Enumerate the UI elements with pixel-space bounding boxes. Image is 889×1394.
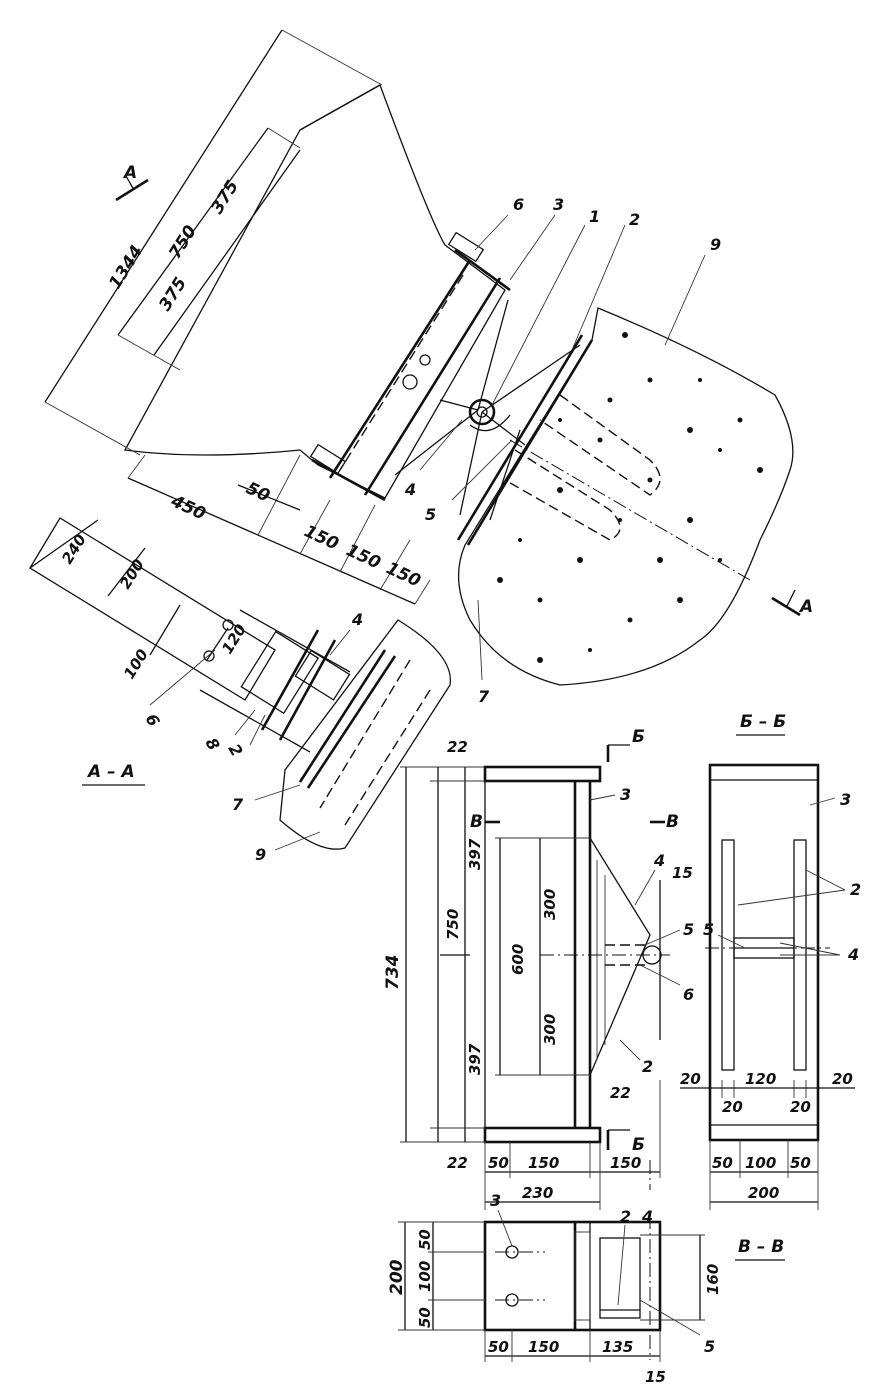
- front-dim-230: 230: [522, 1184, 553, 1202]
- front-label-6: 6: [683, 985, 694, 1004]
- vv-dim-135: 135: [602, 1338, 633, 1356]
- dim-375-top: 375: [207, 177, 243, 218]
- front-label-3: 3: [620, 785, 631, 804]
- front-label-4: 4: [653, 851, 665, 870]
- aa-label-8: 8: [202, 735, 224, 754]
- front-bottom-flange: [483, 1126, 602, 1144]
- view-section-aa: 240 200 100 120 4 6 8 2 7 9 A – A: [29, 517, 452, 864]
- vv-dim-50-bottom-h: 50: [488, 1338, 509, 1356]
- vv-label-5: 5: [704, 1337, 715, 1356]
- bb-dim-20-b: 20: [832, 1070, 853, 1088]
- front-dim-50: 50: [488, 1154, 509, 1172]
- label-9: 9: [710, 235, 721, 254]
- front-dim-397-bottom: 397: [466, 1043, 484, 1075]
- label-6: 6: [513, 195, 524, 214]
- front-mark-v-left: В: [470, 812, 483, 832]
- front-gusset: [589, 837, 651, 1076]
- clamp-bar: [454, 248, 511, 292]
- front-dim-150-a: 150: [528, 1154, 559, 1172]
- view-front: Б Б В В 22 22 22 734 750 397 397 600 300…: [383, 727, 694, 1210]
- bb-dim-50-b: 50: [790, 1154, 811, 1172]
- vv-dim-160: 160: [704, 1264, 722, 1295]
- bb-label-4: 4: [847, 945, 859, 964]
- bb-dim-20-d: 20: [790, 1098, 811, 1116]
- bb-dim-20-a: 20: [680, 1070, 701, 1088]
- dim-150-a: 150: [301, 521, 342, 554]
- view-section-vv: В – В 200 50 100 50: [387, 1191, 785, 1386]
- section-mark-a-right: A: [798, 597, 813, 617]
- front-label-5: 5: [683, 920, 694, 939]
- aa-label-9: 9: [255, 845, 266, 864]
- front-dim-150-b: 150: [610, 1154, 641, 1172]
- aa-label-4: 4: [351, 610, 363, 629]
- vv-outline: [483, 1220, 662, 1332]
- front-mark-b-bottom: Б: [632, 1135, 645, 1155]
- bb-label-2: 2: [850, 880, 861, 899]
- vv-dim-200: 200: [387, 1259, 407, 1295]
- aa-dim-240: 240: [58, 531, 90, 567]
- front-dim-300-bottom: 300: [541, 1014, 559, 1045]
- section-mark-a-left: A: [122, 163, 137, 183]
- aa-label-7: 7: [232, 795, 244, 814]
- front-dim-22-top: 22: [447, 738, 468, 756]
- concrete-block: [457, 307, 794, 686]
- vv-title: В – В: [738, 1237, 784, 1257]
- bb-dim-20-c: 20: [722, 1098, 743, 1116]
- vv-dim-150: 150: [528, 1338, 559, 1356]
- vv-dim-100: 100: [416, 1261, 434, 1292]
- label-7: 7: [478, 687, 490, 706]
- front-dim-397-top: 397: [466, 838, 484, 870]
- aa-label-6: 6: [142, 711, 164, 730]
- vv-label-4: 4: [641, 1207, 653, 1226]
- front-label-2: 2: [642, 1057, 653, 1076]
- front-mark-b-top: Б: [632, 727, 645, 747]
- front-dim-734: 734: [383, 955, 403, 991]
- dim-375-bottom: 375: [155, 274, 191, 315]
- vv-dim-50-top: 50: [416, 1229, 434, 1250]
- bb-dim-100: 100: [745, 1154, 776, 1172]
- aa-timber: [29, 517, 276, 701]
- front-dim-22-bottom: 22: [447, 1154, 468, 1172]
- bb-label-5: 5: [703, 920, 714, 939]
- front-dim-750: 750: [444, 909, 462, 940]
- label-1: 1: [589, 207, 600, 226]
- dim-1344: 1344: [105, 242, 147, 293]
- label-3: 3: [553, 195, 564, 214]
- label-4: 4: [404, 480, 416, 499]
- vv-label-2: 2: [620, 1207, 631, 1226]
- front-mark-v-right: В: [666, 812, 679, 832]
- label-2: 2: [629, 210, 640, 229]
- front-dim-22-web: 22: [610, 1084, 631, 1102]
- aa-title: A – A: [86, 762, 135, 782]
- vv-dim-15: 15: [645, 1368, 666, 1386]
- dim-150-c: 150: [383, 558, 424, 591]
- dim-150-b: 150: [343, 540, 384, 573]
- label-5: 5: [425, 505, 436, 524]
- bb-dim-50-a: 50: [712, 1154, 733, 1172]
- bb-title: Б – Б: [740, 712, 786, 732]
- bb-outline: [708, 763, 820, 1142]
- dim-450: 450: [167, 491, 209, 525]
- front-dim-15: 15: [672, 864, 693, 882]
- view-section-bb: Б – Б 20 120 20 20 20 50 100 50 200: [680, 712, 861, 1210]
- aa-dim-200: 200: [116, 556, 148, 592]
- aa-label-2: 2: [225, 741, 247, 760]
- timber-plank: [123, 84, 506, 499]
- front-dim-300-top: 300: [541, 889, 559, 920]
- aa-dim-100: 100: [120, 646, 152, 682]
- bb-dim-120: 120: [745, 1070, 776, 1088]
- aa-concrete: [279, 619, 452, 850]
- vv-dim-50-bottom: 50: [416, 1307, 434, 1328]
- view-top: A A 1344 750 375 375 450 50 150 150 150: [44, 29, 813, 706]
- hinge-pin: [468, 398, 496, 426]
- vv-label-3: 3: [490, 1191, 501, 1210]
- bb-label-3: 3: [840, 790, 851, 809]
- front-dim-600: 600: [509, 944, 527, 975]
- front-top-flange: [483, 765, 602, 783]
- dim-50: 50: [243, 478, 273, 506]
- bb-dim-200: 200: [748, 1184, 779, 1202]
